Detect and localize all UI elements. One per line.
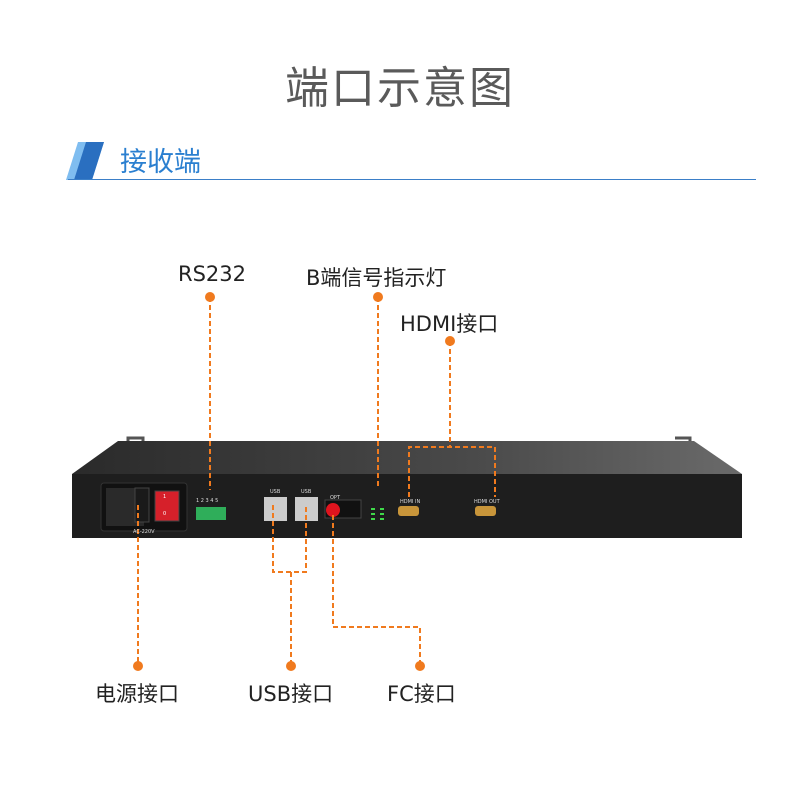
hdmi-out-port [475, 506, 496, 516]
led-indicators [371, 508, 384, 520]
usb-port-1 [264, 497, 287, 521]
switch-off-label: 0 [163, 511, 167, 517]
usb2-label: USB [301, 489, 312, 495]
power-label: AC-220V [133, 529, 155, 535]
callout-fc: FC接口 [387, 682, 456, 706]
switch-on-label: 1 [163, 494, 167, 500]
section-heading: 接收端 [120, 147, 201, 178]
power-switch [154, 490, 180, 522]
section-marker-dark [74, 142, 104, 180]
callout-lines [137, 297, 496, 666]
callout-hdmi: HDMI接口 [400, 312, 499, 336]
callout-b-led: B端信号指示灯 [306, 266, 447, 290]
hdmi-in-port [398, 506, 419, 516]
fc-port [326, 503, 340, 517]
callout-dots [133, 292, 455, 671]
section-rule [68, 179, 756, 180]
opt-label: OPT [330, 495, 341, 501]
callout-rs232: RS232 [178, 262, 247, 286]
usb1-label: USB [270, 489, 281, 495]
callout-power: 电源接口 [95, 682, 179, 706]
page-title: 端口示意图 [285, 63, 515, 114]
device-top [72, 441, 742, 474]
hdmi-in-label: HDMI IN [400, 499, 421, 505]
rs232-terminal [196, 507, 226, 520]
terminal-numbers: 1 2 3 4 5 [196, 498, 219, 504]
hdmi-out-label: HDMI OUT [474, 499, 500, 505]
callout-usb: USB接口 [248, 682, 334, 706]
